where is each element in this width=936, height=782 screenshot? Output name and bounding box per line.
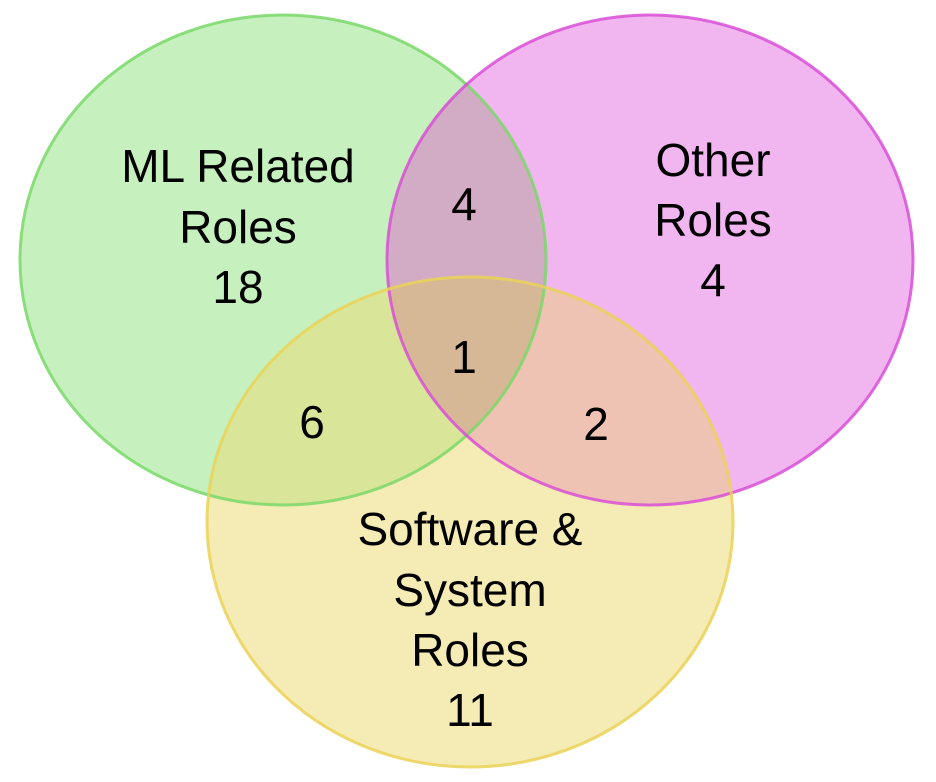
ml-software-count: 6 (299, 396, 325, 448)
ml-roles-label-line-1: ML Related (121, 140, 355, 192)
other-roles-count: 4 (700, 254, 726, 306)
other-roles-label-line-2: Roles (654, 194, 772, 246)
ml-roles-count: 18 (212, 261, 263, 313)
other-software-count: 2 (583, 398, 609, 450)
software-roles-label-line-1: Software & (358, 503, 583, 555)
other-software-overlap (387, 277, 733, 505)
other-roles-label-line-1: Other (655, 134, 770, 186)
ml-roles-label-line-2: Roles (179, 201, 297, 253)
software-roles-count: 11 (446, 684, 494, 736)
software-system-roles-outline (205, 275, 735, 769)
other-roles-outline (385, 13, 915, 507)
all-three-count: 1 (451, 331, 477, 383)
ml-software-overlap (207, 277, 546, 505)
ml-roles-outline (18, 13, 548, 507)
software-roles-label-line-2: System (393, 564, 546, 616)
software-roles-label-line-3: Roles (411, 624, 529, 676)
ml-other-count: 4 (451, 178, 477, 230)
